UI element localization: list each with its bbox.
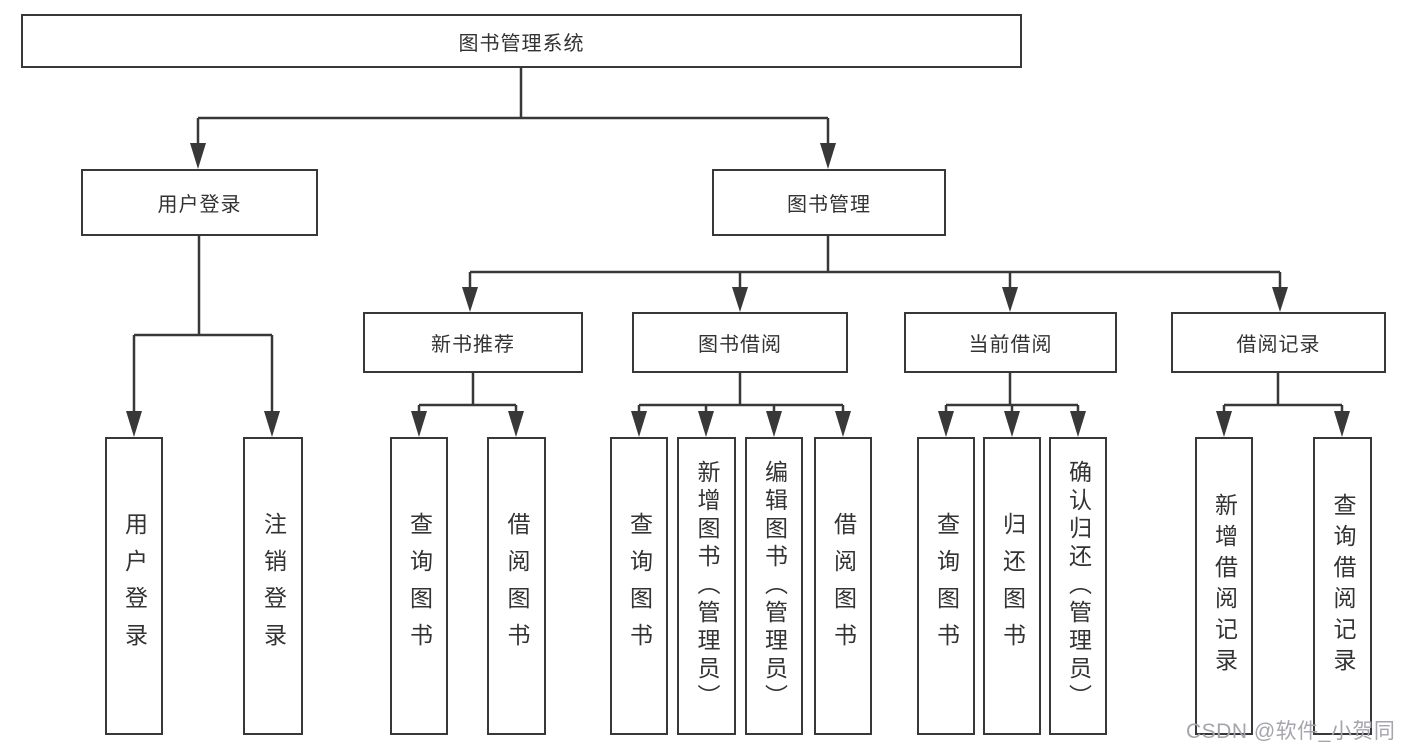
leaf-label: 借阅图书 — [504, 512, 530, 660]
leaf-label: 查询图书 — [933, 512, 960, 660]
node-new-book-rec-label: 新书推荐 — [431, 334, 515, 356]
node-borrow-record-label: 借阅记录 — [1236, 334, 1321, 356]
node-leaf-query-book-3: 查询图书 — [917, 437, 975, 735]
node-leaf-user-login: 用户登录 — [105, 437, 163, 735]
leaf-label: 编辑图书（管理员） — [761, 460, 788, 712]
csdn-watermark: CSDN @软件_小贺同学 — [1186, 720, 1396, 743]
node-leaf-return-book: 归还图书 — [983, 437, 1041, 735]
node-root-label: 图书管理系统 — [458, 32, 585, 55]
leaf-label: 查询借阅记录 — [1330, 493, 1356, 679]
leaf-label: 借阅图书 — [830, 512, 857, 660]
leaf-label: 归还图书 — [999, 512, 1026, 660]
node-book-borrow-label: 图书借阅 — [698, 334, 782, 356]
node-leaf-query-book-2: 查询图书 — [610, 437, 668, 735]
node-user-login-label: 用户登录 — [157, 194, 242, 216]
node-leaf-add-borrow-record: 新增借阅记录 — [1195, 437, 1253, 735]
node-root: 图书管理系统 — [21, 14, 1022, 68]
node-current-borrow: 当前借阅 — [904, 312, 1117, 373]
leaf-label: 查询图书 — [626, 512, 653, 660]
leaf-label: 确认归还（管理员） — [1065, 460, 1092, 712]
leaf-label: 注销登录 — [260, 512, 287, 660]
node-book-mgmt: 图书管理 — [712, 169, 946, 236]
node-user-login: 用户登录 — [81, 169, 318, 236]
node-leaf-logout: 注销登录 — [243, 437, 303, 735]
leaf-label: 查询图书 — [406, 512, 433, 660]
node-new-book-rec: 新书推荐 — [363, 312, 583, 373]
node-borrow-record: 借阅记录 — [1171, 312, 1386, 373]
node-current-borrow-label: 当前借阅 — [968, 334, 1053, 356]
leaf-label: 用户登录 — [121, 512, 148, 660]
node-leaf-query-book-1: 查询图书 — [390, 437, 448, 735]
node-book-borrow: 图书借阅 — [632, 312, 848, 373]
leaf-label: 新增借阅记录 — [1211, 493, 1238, 679]
node-leaf-query-borrow-record: 查询借阅记录 — [1313, 437, 1372, 735]
node-leaf-add-book-admin: 新增图书（管理员） — [677, 437, 736, 735]
node-leaf-borrow-book-1: 借阅图书 — [487, 437, 546, 735]
node-leaf-borrow-book-2: 借阅图书 — [814, 437, 872, 735]
node-leaf-edit-book-admin: 编辑图书（管理员） — [745, 437, 803, 735]
node-book-mgmt-label: 图书管理 — [787, 194, 871, 216]
arrowheads — [126, 143, 1350, 437]
leaf-label: 新增图书（管理员） — [694, 460, 720, 712]
node-leaf-confirm-return-admin: 确认归还（管理员） — [1049, 437, 1107, 735]
